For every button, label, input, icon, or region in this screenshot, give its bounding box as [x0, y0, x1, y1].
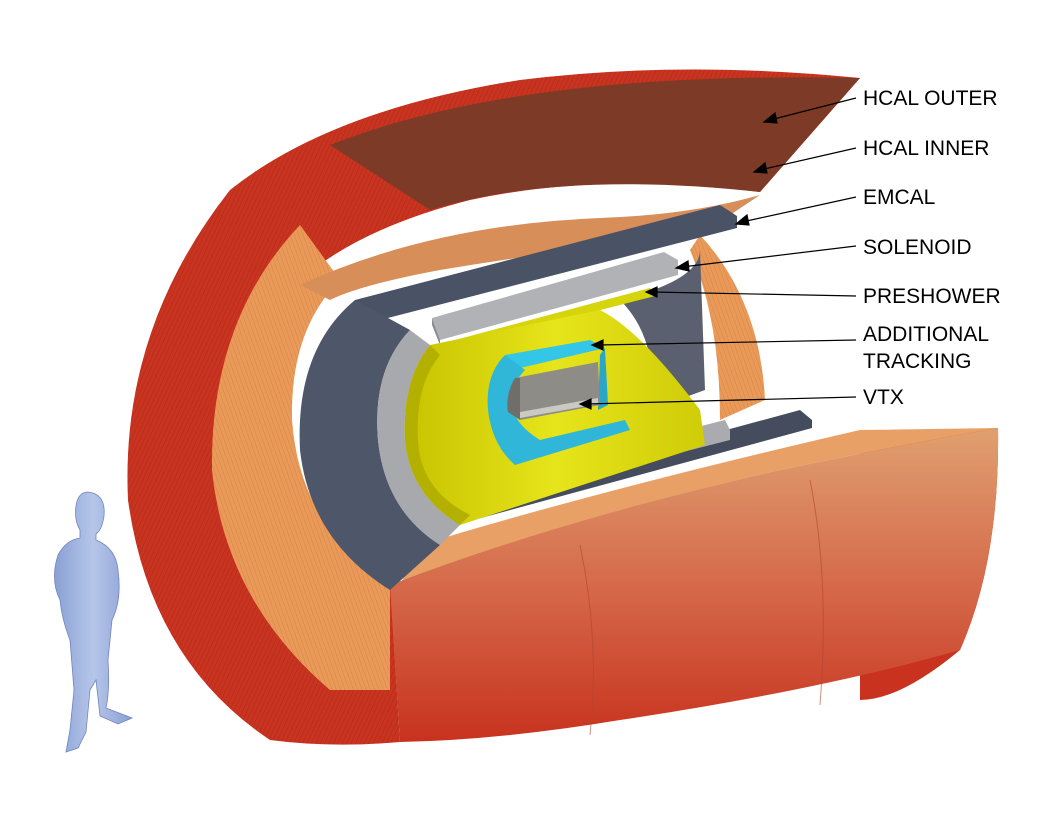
- leader-emcal: [741, 196, 857, 223]
- label-hcal-inner: HCAL INNER: [863, 137, 989, 160]
- preshower-layer: [404, 288, 705, 525]
- leader-hcal-outer: [769, 97, 857, 121]
- leader-hcal-inner: [759, 147, 857, 171]
- labels: HCAL OUTER HCAL INNER EMCAL SOLENOID PRE…: [863, 87, 1001, 409]
- additional-tracking-layer: [487, 340, 630, 465]
- label-vtx: VTX: [863, 386, 904, 409]
- arrowhead-vtx: [578, 398, 592, 410]
- person-figure: [54, 491, 134, 753]
- leader-lines: [578, 97, 857, 410]
- arrowhead-hcal-inner: [752, 161, 768, 174]
- leader-preshower: [651, 291, 857, 297]
- arrowhead-preshower: [644, 286, 658, 298]
- arrowhead-emcal: [734, 213, 750, 226]
- label-emcal: EMCAL: [863, 186, 935, 209]
- leader-additional-tracking: [597, 339, 857, 346]
- hcal-inner-shell: [211, 195, 999, 742]
- arrowhead-solenoid: [674, 260, 690, 272]
- label-hcal-outer: HCAL OUTER: [863, 87, 998, 110]
- arrowhead-hcal-outer: [762, 111, 778, 124]
- label-preshower: PRESHOWER: [863, 285, 1001, 308]
- label-additional-tracking-line1: ADDITIONAL: [863, 323, 989, 346]
- leader-vtx: [585, 396, 857, 405]
- arrowhead-additional-tracking: [590, 339, 604, 351]
- label-solenoid: SOLENOID: [863, 236, 972, 259]
- label-additional-tracking-line2: TRACKING: [863, 350, 972, 373]
- leader-solenoid: [681, 245, 857, 268]
- vtx-layer: [507, 362, 600, 420]
